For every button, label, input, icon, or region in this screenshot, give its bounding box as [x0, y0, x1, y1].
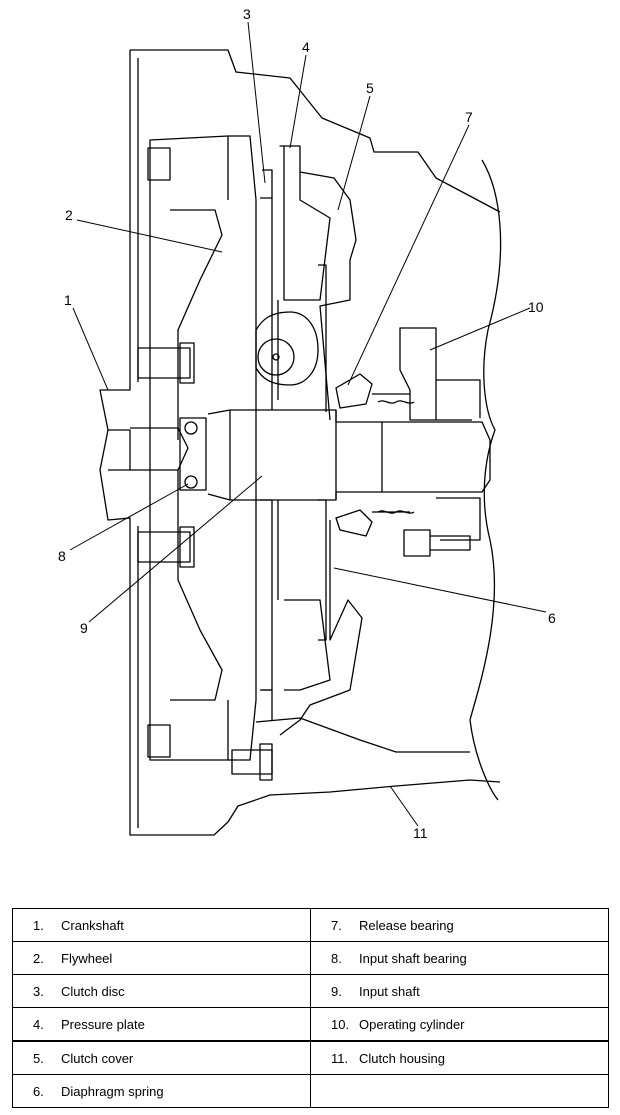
- legend-cell: 1. Crankshaft: [12, 908, 311, 942]
- legend-label: Clutch disc: [61, 983, 125, 999]
- pilot-bearing: [179, 417, 207, 491]
- legend-label: Flywheel: [61, 950, 113, 966]
- legend-label: Clutch housing: [359, 1050, 445, 1066]
- callout-4: 4: [302, 39, 310, 55]
- legend-number: 8.: [331, 950, 342, 966]
- legend-cell: 2. Flywheel: [12, 941, 311, 975]
- callout-7: 7: [465, 109, 473, 125]
- legend-number: 4.: [33, 1016, 44, 1032]
- legend-cell: 11. Clutch housing: [310, 1040, 609, 1075]
- legend-label: Diaphragm spring: [61, 1083, 164, 1099]
- operating-cylinder-outline: [399, 327, 437, 421]
- legend-cell: [310, 1074, 609, 1108]
- legend-number: 9.: [331, 983, 342, 999]
- legend-label: Input shaft: [359, 983, 420, 999]
- diaphragm-spring-outline: [318, 264, 327, 641]
- legend-cell: 10. Operating cylinder: [310, 1007, 609, 1042]
- parts-legend-table: 1. Crankshaft 7. Release bearing 2. Flywhee…: [12, 908, 609, 1108]
- legend-cell: 8. Input shaft bearing: [310, 941, 609, 975]
- callout-8: 8: [58, 548, 66, 564]
- legend-label: Crankshaft: [61, 917, 124, 933]
- legend-cell: 7. Release bearing: [310, 908, 609, 942]
- callout-11: 11: [413, 825, 428, 841]
- input-shaft-outline: [207, 409, 491, 501]
- legend-label: Input shaft bearing: [359, 950, 467, 966]
- engine-block-outline: [130, 49, 501, 213]
- legend-cell: 6. Diaphragm spring: [12, 1074, 311, 1108]
- legend-cell: 4. Pressure plate: [12, 1007, 311, 1042]
- legend-number: 11.: [331, 1050, 349, 1066]
- flywheel-outline: [149, 135, 257, 761]
- legend-number: 10.: [331, 1016, 350, 1032]
- clutch-disc-outline: [260, 197, 273, 691]
- legend-label: Clutch cover: [61, 1050, 134, 1066]
- legend-cell: 3. Clutch disc: [12, 974, 311, 1008]
- callout-1: 1: [64, 292, 72, 308]
- legend-row: 2. Flywheel 8. Input shaft bearing: [12, 941, 609, 975]
- legend-number: 6.: [33, 1083, 44, 1099]
- legend-row: 4. Pressure plate 10. Operating cylinder: [12, 1007, 609, 1042]
- callout-6: 6: [548, 610, 556, 626]
- callout-3: 3: [243, 6, 251, 22]
- callout-10: 10: [528, 299, 544, 315]
- clutch-cross-section-diagram: 3 4 5 7 2 1 10 8 9 6 11: [58, 6, 556, 841]
- callout-9: 9: [80, 620, 88, 636]
- legend-label: Release bearing: [359, 917, 454, 933]
- crankshaft-outline: [108, 429, 131, 471]
- legend-label: Pressure plate: [61, 1016, 145, 1032]
- legend-number: 7.: [331, 917, 342, 933]
- legend-number: 2.: [33, 950, 44, 966]
- legend-cell: 5. Clutch cover: [12, 1040, 311, 1075]
- legend-row: 1. Crankshaft 7. Release bearing: [12, 908, 609, 942]
- legend-row: 5. Clutch cover 11. Clutch housing: [12, 1040, 609, 1075]
- legend-label: Operating cylinder: [359, 1016, 465, 1032]
- pressure-plate-outline: [279, 145, 331, 301]
- legend-row: 6. Diaphragm spring: [12, 1074, 609, 1108]
- clutch-housing-outline: [469, 159, 502, 801]
- callout-5: 5: [366, 80, 374, 96]
- release-bearing-outline: [335, 373, 373, 409]
- callout-2: 2: [65, 207, 73, 223]
- clutch-cover-outline: [299, 171, 357, 421]
- legend-number: 1.: [33, 917, 44, 933]
- legend-number: 3.: [33, 983, 44, 999]
- legend-number: 5.: [33, 1050, 44, 1066]
- legend-cell: 9. Input shaft: [310, 974, 609, 1008]
- legend-row: 3. Clutch disc 9. Input shaft: [12, 974, 609, 1008]
